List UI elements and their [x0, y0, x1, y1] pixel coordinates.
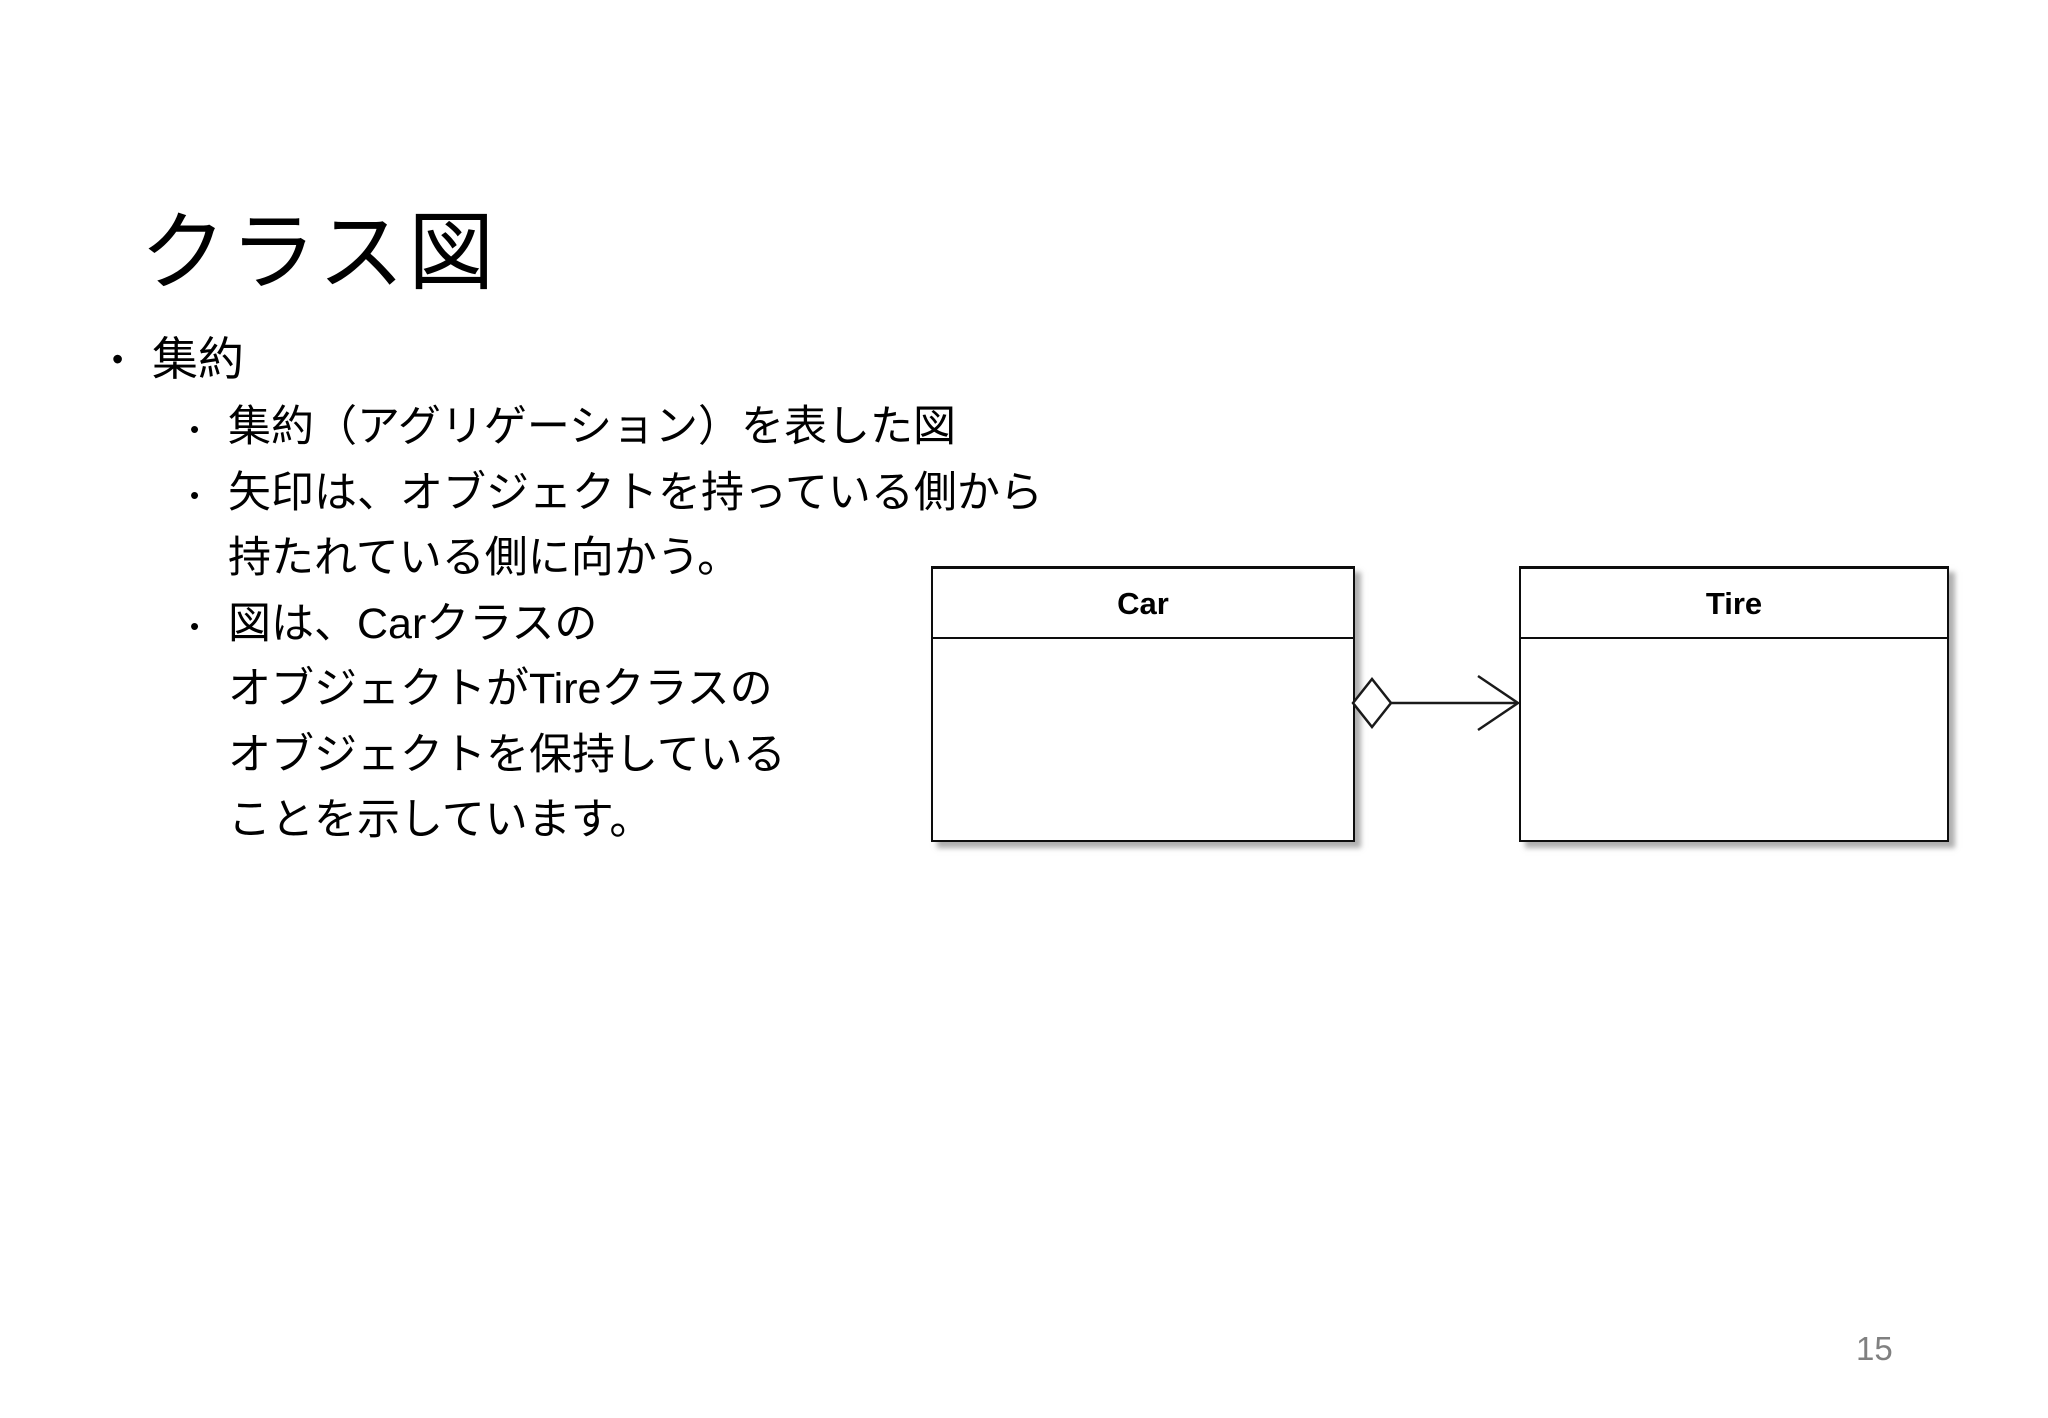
bullet-marker: •	[190, 479, 200, 510]
bullet-text: ことを示しています。	[228, 796, 653, 844]
uml-class-body	[1521, 639, 1947, 840]
uml-class-box-tire: Tire	[1519, 566, 1949, 842]
bullet-item-continuation: • オブジェクトを保持している	[186, 730, 1043, 798]
uml-class-body	[933, 639, 1353, 840]
bullet-marker: •	[190, 414, 200, 444]
bullet-item-continuation: • オブジェクトがTireクラスの	[186, 665, 1043, 732]
uml-class-name: Tire	[1521, 569, 1947, 639]
uml-class-name: Car	[933, 569, 1353, 639]
bullet-level1: • 集約	[112, 336, 244, 382]
bullet-item: • 図は、Carクラスの	[186, 599, 1043, 667]
uml-class-box-car: Car	[931, 566, 1355, 842]
bullet-marker: •	[112, 341, 124, 377]
bullet-text: 集約（アグリゲーション）を表した図	[228, 403, 956, 451]
bullet-level1-text: 集約	[152, 333, 244, 385]
bullet-text: オブジェクトを保持している	[228, 730, 786, 779]
bullet-text: 矢印は、オブジェクトを持っている側から	[228, 468, 1043, 517]
bullet-text: 図は、Carクラスの	[228, 599, 598, 648]
bullet-item-continuation: • ことを示しています。	[186, 796, 1043, 863]
bullet-level2-list: • 集約（アグリゲーション）を表した図 • 矢印は、オブジェクトを持っている側か…	[186, 403, 1043, 863]
bullet-item-continuation: • 持たれている側に向かう。	[186, 534, 1043, 601]
aggregation-arrow-icon	[1351, 674, 1521, 732]
bullet-item: • 集約（アグリゲーション）を表した図	[186, 403, 1043, 470]
page-title: クラス図	[140, 204, 499, 301]
bullet-marker: •	[190, 610, 200, 641]
page-number: 15	[1856, 1330, 1893, 1367]
bullet-text: 持たれている側に向かう。	[228, 534, 741, 582]
bullet-text: オブジェクトがTireクラスの	[228, 665, 773, 713]
bullet-item: • 矢印は、オブジェクトを持っている側から	[186, 468, 1043, 536]
